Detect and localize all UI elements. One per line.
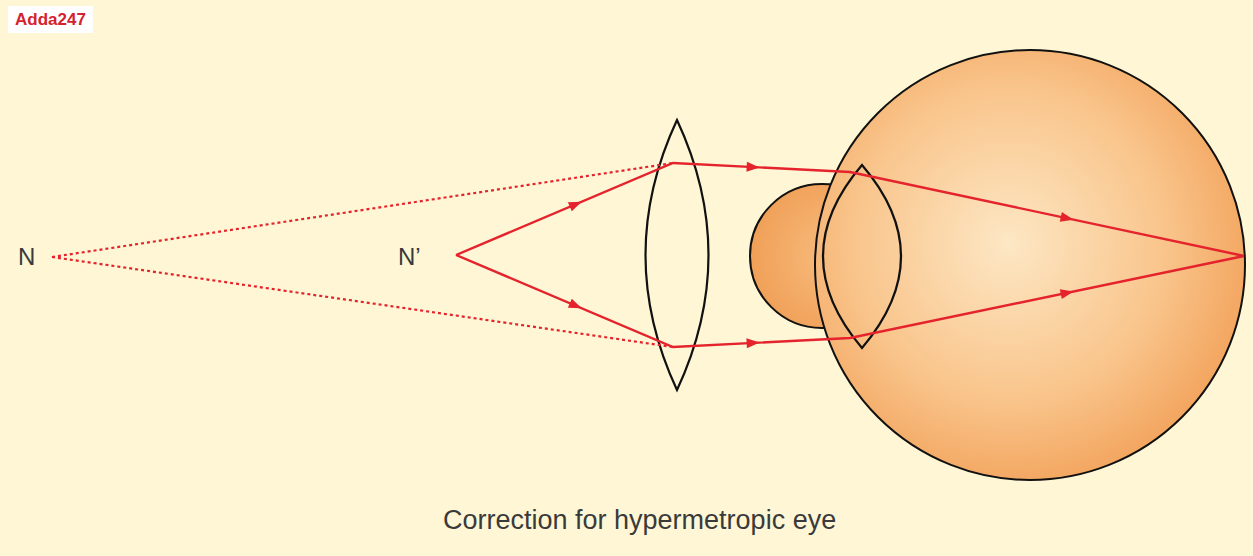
caption: Correction for hypermetropic eye	[443, 507, 836, 534]
point-label: N	[18, 245, 35, 269]
virtual-ray	[52, 257, 673, 347]
ray-arrowhead	[568, 299, 584, 313]
ray-arrowhead	[746, 338, 759, 349]
ray-arrowhead	[1060, 212, 1075, 224]
point-label: N’	[398, 245, 421, 269]
light-ray	[456, 255, 1244, 347]
ray-arrowhead	[1060, 287, 1075, 299]
ray-arrowhead	[746, 162, 759, 173]
light-ray	[456, 163, 1244, 256]
watermark: Adda247	[8, 6, 93, 33]
ray-arrowhead	[568, 197, 584, 211]
light-rays	[52, 162, 1244, 348]
eye-lens	[823, 165, 901, 348]
eyeball	[815, 50, 1245, 480]
virtual-ray	[52, 163, 673, 257]
convex-lens	[646, 120, 709, 390]
